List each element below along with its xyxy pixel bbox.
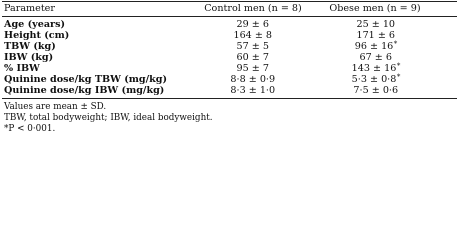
significance-mark: * xyxy=(396,62,401,70)
control-value: 60 ± 7 xyxy=(236,52,269,63)
obese-value: 67 ± 6 xyxy=(359,52,392,63)
control-value: 29 ± 6 xyxy=(236,19,269,30)
obese-value: 5·3 ± 0·8* xyxy=(351,73,401,85)
header-row: Parameter Control men (n = 8) Obese men … xyxy=(0,3,460,14)
significance-mark: * xyxy=(393,40,398,48)
row-label: Height (cm) xyxy=(4,30,70,41)
footnote-abbreviations: TBW, total bodyweight; IBW, ideal bodywe… xyxy=(4,113,213,123)
bottom-rule xyxy=(2,98,457,99)
top-rule xyxy=(2,1,457,2)
obese-value: 143 ± 16* xyxy=(351,62,401,74)
header-obese: Obese men (n = 9) xyxy=(329,3,421,14)
table-row: Quinine dose/kg IBW (mg/kg) 8·3 ± 1·0 7·… xyxy=(0,85,460,96)
table-row: IBW (kg) 60 ± 7 67 ± 6 xyxy=(0,52,460,63)
significance-mark: * xyxy=(396,73,401,81)
footnote-values: Values are mean ± SD. xyxy=(4,102,107,112)
table-document: Parameter Control men (n = 8) Obese men … xyxy=(0,1,460,134)
row-label: Quinine dose/kg TBW (mg/kg) xyxy=(4,74,167,85)
control-value: 8·8 ± 0·9 xyxy=(230,74,276,85)
control-value: 8·3 ± 1·0 xyxy=(230,85,276,96)
obese-value: 25 ± 10 xyxy=(356,19,396,30)
obese-value: 96 ± 16* xyxy=(354,40,398,52)
row-label: Age (years) xyxy=(4,19,66,30)
table-row: Height (cm) 164 ± 8 171 ± 6 xyxy=(0,30,460,41)
row-label: IBW (kg) xyxy=(4,52,54,63)
header-parameter: Parameter xyxy=(4,3,55,14)
control-value: 95 ± 7 xyxy=(236,63,269,74)
control-value: 57 ± 5 xyxy=(236,41,269,52)
obese-value: 7·5 ± 0·6 xyxy=(353,85,399,96)
control-value: 164 ± 8 xyxy=(233,30,273,41)
table-row: % IBW 95 ± 7 143 ± 16* xyxy=(0,62,460,74)
table-row: TBW (kg) 57 ± 5 96 ± 16* xyxy=(0,40,460,52)
table-row: Age (years) 29 ± 6 25 ± 10 xyxy=(0,19,460,30)
obese-value: 171 ± 6 xyxy=(356,30,396,41)
row-label: TBW (kg) xyxy=(4,41,56,52)
header-control: Control men (n = 8) xyxy=(204,3,302,14)
table-row: Quinine dose/kg TBW (mg/kg) 8·8 ± 0·9 5·… xyxy=(0,73,460,85)
footnote-significance: *P < 0·001. xyxy=(4,124,56,134)
row-label: % IBW xyxy=(4,63,40,74)
header-rule xyxy=(2,16,457,17)
row-label: Quinine dose/kg IBW (mg/kg) xyxy=(4,85,165,96)
